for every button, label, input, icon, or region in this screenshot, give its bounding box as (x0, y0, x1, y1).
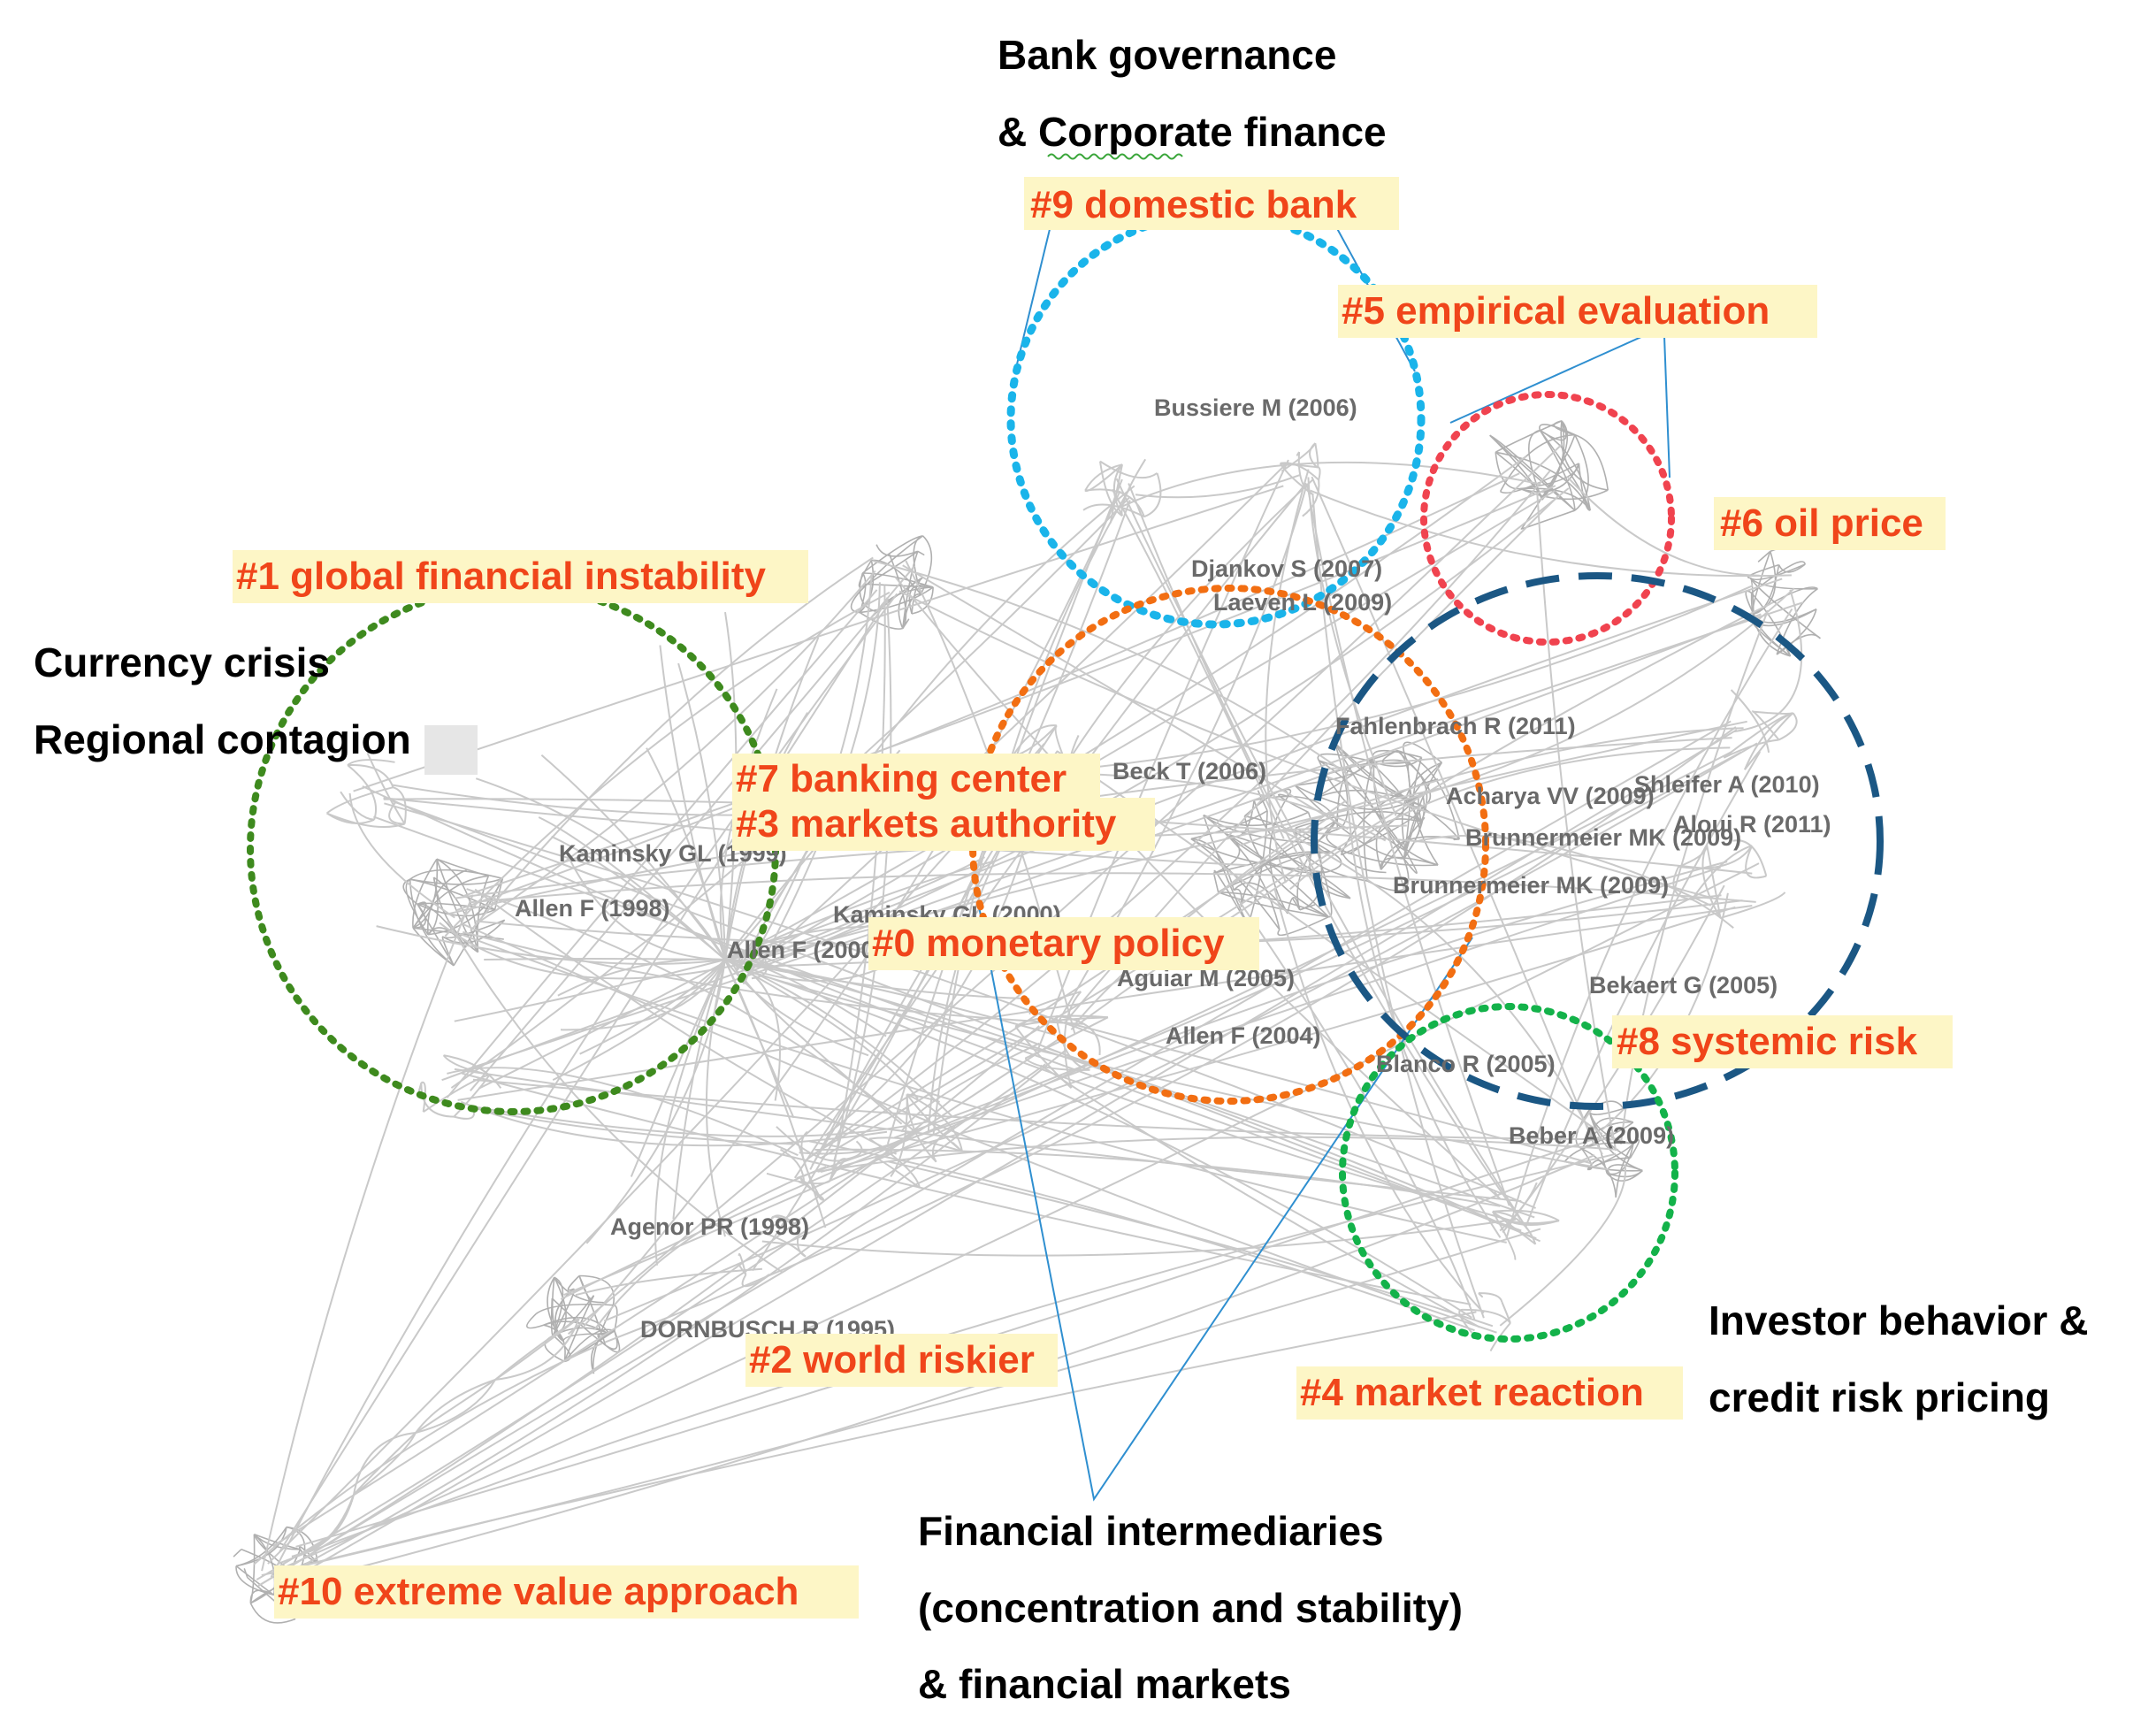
theme-annotations: Bank governance & Corporate finance Curr… (34, 32, 2088, 1707)
node-allen-1998: Allen F (1998) (515, 895, 670, 922)
cluster-label-1: #1 global financial instability (236, 555, 767, 598)
cluster-label-5: #5 empirical evaluation (1342, 289, 1770, 333)
node-bussiere: Bussiere M (2006) (1154, 394, 1357, 421)
node-brunnermeier-b: Brunnermeier MK (2009) (1393, 872, 1669, 899)
theme-bank-governance-line2: & Corporate finance (998, 109, 1387, 155)
node-brunnermeier-a: Brunnermeier MK (2009) (1465, 824, 1741, 851)
node-aloui: Aloui R (2011) (1673, 811, 1831, 838)
node-allen-2000: Allen F (2000) (727, 937, 883, 963)
theme-investor-behavior-line1: Investor behavior & (1709, 1297, 2088, 1343)
cluster-5-circle (1420, 391, 1675, 646)
theme-currency-crisis: Currency crisis (34, 639, 330, 685)
cluster-label-2: #2 world riskier (749, 1338, 1035, 1381)
theme-regional-contagion: Regional contagion (34, 716, 411, 762)
node-blanco: Blanco R (2005) (1376, 1051, 1556, 1077)
node-djankov: Djankov S (2007) (1191, 555, 1382, 582)
cluster-label-3: #3 markets authority (736, 802, 1117, 846)
node-fahlenbrach: Fahlenbrach R (2011) (1335, 713, 1576, 739)
cluster-label-9: #9 domestic bank (1030, 183, 1357, 226)
cluster-labels: #9 domestic bank #5 empirical evaluation… (236, 183, 1923, 1613)
cluster-label-10: #10 extreme value approach (278, 1570, 799, 1613)
cluster-label-4: #4 market reaction (1300, 1371, 1644, 1414)
citation-network-edges (233, 420, 1821, 1624)
theme-bank-governance-line1: Bank governance (998, 32, 1336, 78)
cluster-label-7: #7 banking center (736, 757, 1067, 800)
node-beber: Beber A (2009) (1509, 1122, 1674, 1149)
node-agenor: Agenor PR (1998) (610, 1213, 809, 1240)
theme-financial-intermediaries-line1: Financial intermediaries (918, 1508, 1384, 1554)
node-acharya: Acharya VV (2009) (1446, 783, 1655, 809)
cluster-0-circle (969, 585, 1489, 1105)
theme-financial-intermediaries-line3: & financial markets (918, 1661, 1291, 1707)
cluster-8-circle (1311, 572, 1884, 1110)
cluster-4-circle (1339, 1003, 1678, 1343)
node-allen-2004: Allen F (2004) (1166, 1022, 1321, 1049)
node-shleifer: Shleifer A (2010) (1634, 771, 1820, 798)
cluster-label-6: #6 oil price (1720, 501, 1923, 545)
node-laeven: Laeven L (2009) (1213, 589, 1392, 616)
node-beck: Beck T (2006) (1112, 758, 1266, 784)
theme-financial-intermediaries-line2: (concentration and stability) (918, 1585, 1463, 1631)
theme-investor-behavior-line2: credit risk pricing (1709, 1374, 2050, 1420)
cluster-label-8: #8 systemic risk (1617, 1020, 1918, 1063)
cluster-label-0: #0 monetary policy (872, 922, 1225, 965)
spellcheck-underline (1047, 153, 1183, 160)
callout-empirical-evaluation (1449, 335, 1671, 478)
node-bekaert: Bekaert G (2005) (1589, 972, 1778, 999)
cluster-label-highlights (233, 177, 1953, 1619)
